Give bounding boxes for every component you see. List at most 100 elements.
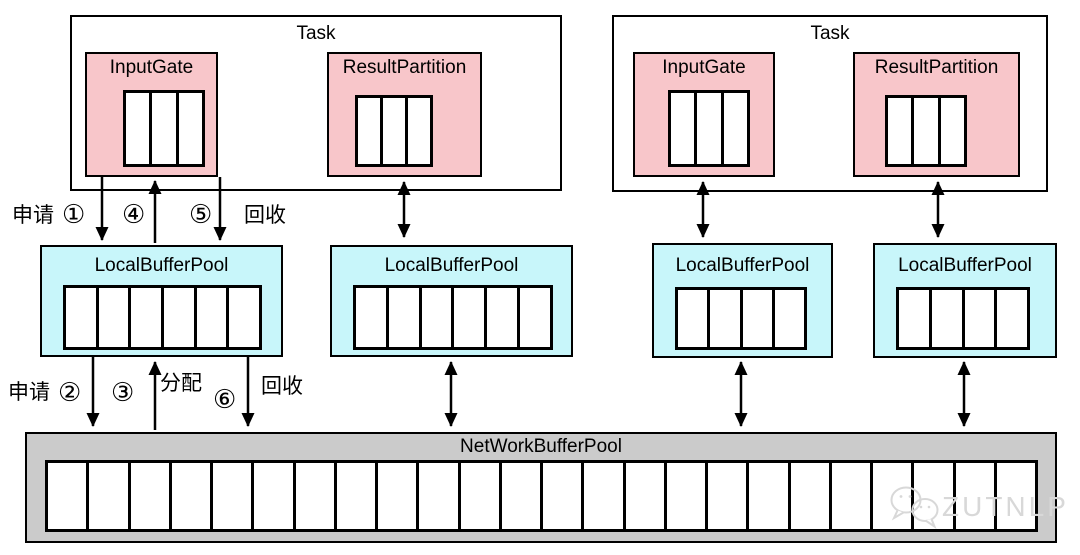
result-partition-1-buffer-cells <box>355 95 433 167</box>
result-partition-2-buffer-cells <box>885 95 967 167</box>
network-buffer-pool-cells <box>45 460 1038 532</box>
local-buffer-pool-2-title: LocalBufferPool <box>384 255 519 276</box>
local-buffer-pool-3: LocalBufferPool <box>652 243 833 358</box>
buffer-cell <box>292 463 334 529</box>
label-recycle-bottom: 回收 <box>261 375 303 398</box>
step-3-badge: ③ <box>111 377 135 407</box>
local-buffer-pool-1: LocalBufferPool <box>40 245 283 357</box>
buffer-cell <box>787 463 829 529</box>
buffer-cell <box>678 290 708 347</box>
buffer-cell <box>671 93 695 164</box>
input-gate-1-title: InputGate <box>109 57 194 78</box>
buffer-cell <box>952 463 994 529</box>
buffer-cell <box>375 463 417 529</box>
buffer-cell <box>993 463 1035 529</box>
step-4-badge: ④ <box>122 199 146 229</box>
buffer-cell <box>828 463 870 529</box>
task-2-title: Task <box>810 23 850 44</box>
buffer-cell <box>418 288 452 347</box>
buffer-cell <box>416 463 458 529</box>
buffer-cell <box>168 463 210 529</box>
buffer-cell <box>928 290 962 347</box>
buffer-cell <box>705 463 747 529</box>
result-partition-1-title: ResultPartition <box>342 57 467 78</box>
buffer-cell <box>126 93 150 164</box>
label-request-bottom: 申请 <box>8 381 50 404</box>
step-6-badge: ⑥ <box>213 384 237 414</box>
result-partition-1: ResultPartition <box>327 52 482 177</box>
input-gate-2: InputGate <box>633 52 775 177</box>
buffer-cell <box>226 288 260 347</box>
buffer-cell <box>994 290 1027 347</box>
local-buffer-pool-4-cells <box>896 287 1030 350</box>
buffer-cell <box>937 98 964 164</box>
buffer-cell <box>95 288 129 347</box>
buffer-cell <box>888 98 912 164</box>
task-1-title: Task <box>296 23 336 44</box>
task-box-1: Task InputGate ResultPartition <box>70 15 562 191</box>
buffer-cell <box>127 463 169 529</box>
input-gate-1: InputGate <box>85 52 218 177</box>
buffer-cell <box>380 98 405 164</box>
buffer-cell <box>405 98 430 164</box>
buffer-cell <box>961 290 995 347</box>
buffer-cell <box>663 463 705 529</box>
buffer-cell <box>175 93 202 164</box>
buffer-cell <box>746 463 788 529</box>
local-buffer-pool-3-cells <box>675 287 807 350</box>
label-recycle-top: 回收 <box>244 204 286 227</box>
buffer-cell <box>870 463 912 529</box>
buffer-cell <box>911 463 953 529</box>
buffer-cell <box>622 463 664 529</box>
buffer-cell <box>128 288 162 347</box>
buffer-cell <box>356 288 386 347</box>
watermark-text: ZUTNLP <box>942 491 1069 522</box>
buffer-cell <box>451 288 485 347</box>
local-buffer-pool-2-cells <box>353 285 553 350</box>
buffer-cell <box>517 288 550 347</box>
buffer-cell <box>899 290 929 347</box>
buffer-cell <box>707 290 740 347</box>
local-buffer-pool-4: LocalBufferPool <box>873 243 1057 358</box>
buffer-cell <box>771 290 804 347</box>
step-1-badge: ① <box>62 199 86 229</box>
network-buffer-pool: NetWorkBufferPool <box>25 432 1057 543</box>
buffer-cell <box>581 463 623 529</box>
buffer-cell <box>66 288 96 347</box>
buffer-cell <box>86 463 128 529</box>
input-gate-2-buffer-cells <box>668 90 750 167</box>
buffer-cell <box>358 98 380 164</box>
label-allocate-bottom: 分配 <box>160 372 202 395</box>
buffer-cell <box>911 98 938 164</box>
buffer-cell <box>498 463 540 529</box>
buffer-cell <box>193 288 227 347</box>
buffer-cell <box>457 463 499 529</box>
task-box-2: Task InputGate ResultPartition <box>612 15 1048 192</box>
local-buffer-pool-1-title: LocalBufferPool <box>94 255 229 276</box>
input-gate-2-title: InputGate <box>662 57 746 78</box>
buffer-cell <box>210 463 252 529</box>
network-buffer-pool-title: NetWorkBufferPool <box>460 436 622 457</box>
local-buffer-pool-2: LocalBufferPool <box>330 245 573 357</box>
buffer-cell <box>694 93 721 164</box>
local-buffer-pool-1-cells <box>63 285 262 350</box>
input-gate-1-buffer-cells <box>123 90 205 167</box>
buffer-cell <box>720 93 747 164</box>
buffer-cell <box>161 288 194 347</box>
buffer-cell <box>149 93 176 164</box>
watermark: ZUTNLP <box>888 484 1069 530</box>
buffer-cell <box>48 463 87 529</box>
local-buffer-pool-4-title: LocalBufferPool <box>898 255 1032 276</box>
buffer-cell <box>333 463 375 529</box>
label-request-top: 申请 <box>12 204 54 227</box>
buffer-cell <box>484 288 518 347</box>
buffer-cell <box>385 288 419 347</box>
buffer-cell <box>739 290 772 347</box>
result-partition-2: ResultPartition <box>853 52 1020 177</box>
buffer-cell <box>540 463 582 529</box>
buffer-cell <box>251 463 293 529</box>
step-5-badge: ⑤ <box>189 199 213 229</box>
step-2-badge: ② <box>58 377 82 407</box>
wechat-icon <box>890 486 939 530</box>
